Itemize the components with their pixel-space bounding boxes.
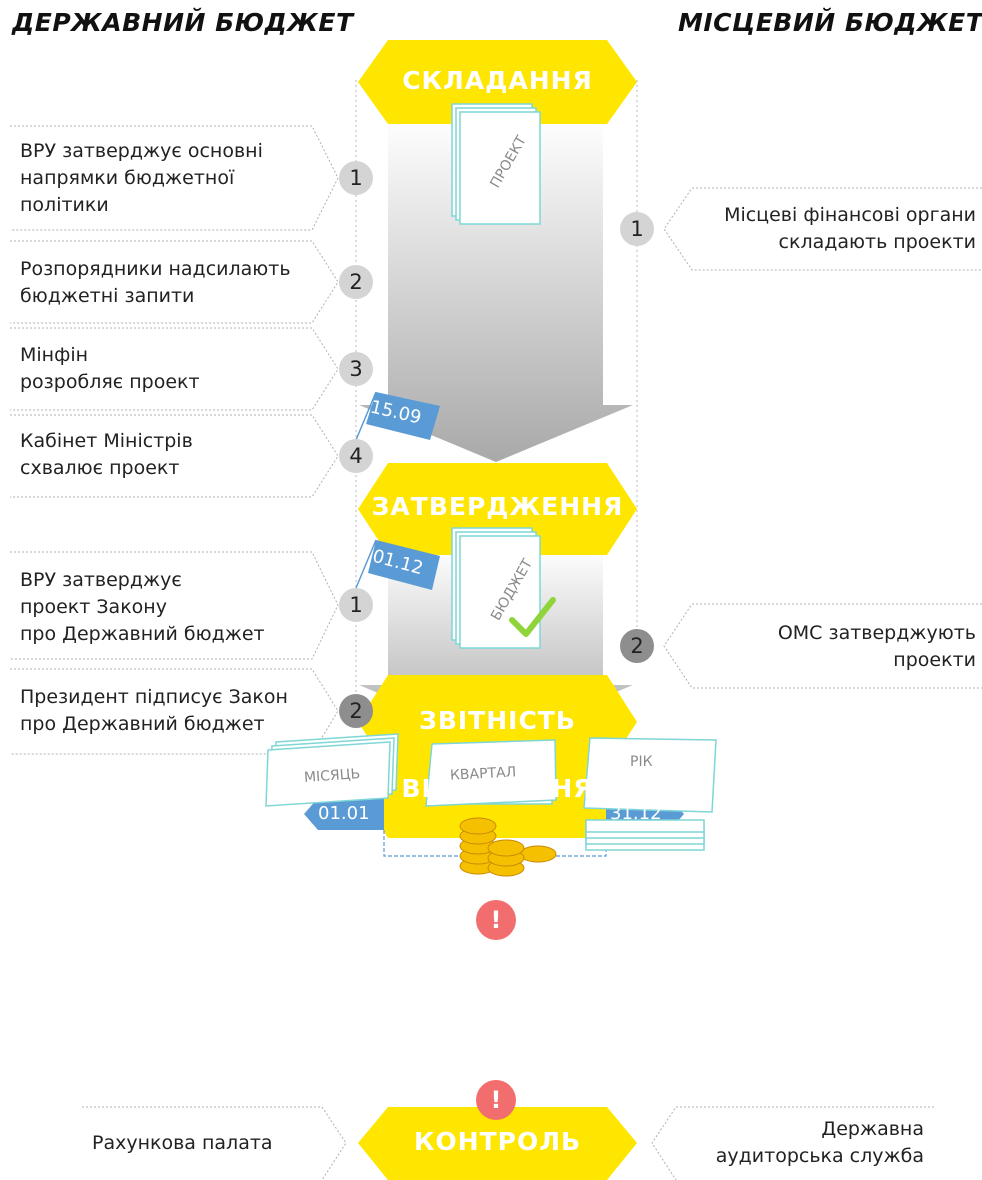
report-year-label: РІК bbox=[630, 754, 653, 770]
bracket-control-right bbox=[651, 1106, 934, 1180]
hexagon-report bbox=[358, 675, 637, 768]
bracket-compile-local bbox=[663, 187, 982, 271]
date-tag-0101 bbox=[304, 798, 384, 830]
control-right-text: Державна аудиторська служба bbox=[715, 1118, 924, 1167]
bracket-control-left bbox=[82, 1106, 347, 1180]
bracket-compile-3 bbox=[10, 327, 339, 411]
bracket-compile-1 bbox=[10, 125, 339, 231]
compile-state-item-3-text: Мінфін розробляє проект bbox=[20, 344, 200, 393]
approve-state-item-2-number: 2 bbox=[339, 694, 373, 728]
approve-state-item-1-number: 1 bbox=[339, 588, 373, 622]
hexagon-approve bbox=[358, 463, 637, 555]
hexagon-control bbox=[358, 1107, 637, 1180]
stage-approve-label: ЗАТВЕРДЖЕННЯ bbox=[371, 492, 624, 521]
compile-local-number: 1 bbox=[620, 212, 654, 246]
stage-control-label: КОНТРОЛЬ bbox=[413, 1127, 582, 1156]
bracket-compile-4 bbox=[10, 414, 339, 498]
compile-state-item-4-number: 4 bbox=[339, 439, 373, 473]
control-alert-icon: ! bbox=[476, 1080, 516, 1120]
compile-state-item-4-text: Кабінет Міністрів схвалює проект bbox=[20, 430, 193, 479]
report-card-month bbox=[265, 733, 399, 807]
report-card-year bbox=[583, 737, 717, 851]
approve-state-item-1-text: ВРУ затверджує проект Закону про Державн… bbox=[20, 569, 265, 645]
bracket-compile-2 bbox=[10, 240, 339, 324]
flow-arrow-compile-to-approve bbox=[359, 118, 633, 462]
compile-local-text: Місцеві фінансові органи складають проек… bbox=[724, 204, 976, 253]
control-left-text: Рахункова палата bbox=[92, 1132, 273, 1154]
report-alert-icon: ! bbox=[476, 900, 516, 940]
checkmark-icon bbox=[509, 597, 556, 637]
stage-report-label: ЗВІТНІСТЬ bbox=[419, 706, 576, 735]
state-budget-header: ДЕРЖАВНИЙ БЮДЖЕТ bbox=[12, 8, 354, 37]
date-flag-1509 bbox=[355, 391, 440, 441]
compile-state-item-1-number: 1 bbox=[339, 161, 373, 195]
project-document-icon bbox=[451, 103, 541, 225]
budget-document-icon bbox=[451, 527, 556, 649]
compile-state-item-2-text: Розпорядники надсилають бюджетні запити bbox=[20, 258, 291, 307]
bracket-approve-2 bbox=[10, 668, 339, 755]
hexagon-compile bbox=[358, 40, 637, 124]
coins-icon bbox=[459, 817, 557, 877]
compile-state-item-2-number: 2 bbox=[339, 265, 373, 299]
compile-state-item-1-text: ВРУ затверджує основні напрямки бюджетно… bbox=[20, 140, 263, 216]
bracket-approve-local bbox=[663, 603, 982, 689]
date-3112-label: 31.12 bbox=[610, 803, 662, 824]
date-0101-label: 01.01 bbox=[318, 803, 370, 824]
stage-execute-label: ВИКОНАННЯ bbox=[401, 774, 594, 803]
report-card-quarter bbox=[425, 739, 557, 807]
compile-state-item-3-number: 3 bbox=[339, 352, 373, 386]
approve-local-text: ОМС затверджують проекти bbox=[777, 622, 976, 671]
local-budget-header: МІСЦЕВИЙ БЮДЖЕТ bbox=[678, 8, 982, 37]
bracket-approve-1 bbox=[10, 551, 339, 660]
stage-compile-label: СКЛАДАННЯ bbox=[402, 66, 593, 95]
date-flag-0112 bbox=[355, 539, 440, 590]
approve-state-item-2-text: Президент підписує Закон про Державний б… bbox=[20, 686, 288, 735]
approve-local-number: 2 bbox=[620, 629, 654, 663]
